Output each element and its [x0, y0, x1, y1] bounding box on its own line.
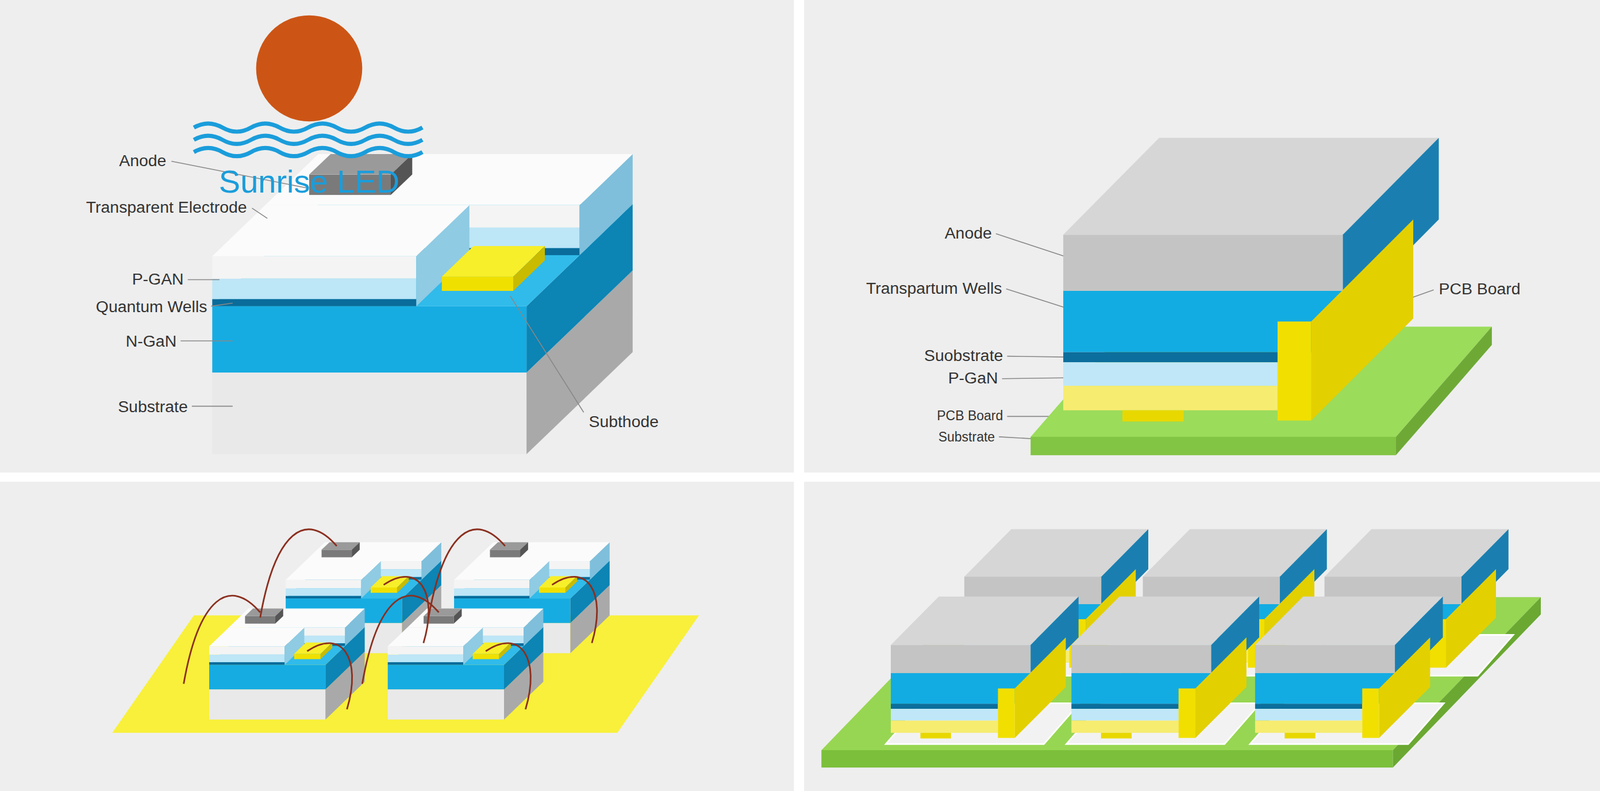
part-label: Anode	[944, 222, 992, 242]
bond-wires-part	[306, 643, 352, 710]
panel-one-chip	[212, 154, 633, 455]
part-label: P-GaN	[948, 368, 999, 388]
panel-three-array-part	[209, 608, 365, 720]
panel-three-array	[112, 529, 699, 733]
logo-graphic-part	[256, 15, 363, 122]
panel-two-chip-part	[1063, 137, 1439, 422]
leader-lines-part	[211, 302, 233, 306]
panel-four-array-part	[821, 750, 1393, 768]
bond-wires-part	[428, 529, 506, 618]
panel-four-array-part	[821, 597, 1541, 750]
leader-lines-part	[252, 208, 268, 219]
logo-graphic-part	[193, 147, 423, 156]
bond-wires-part	[485, 643, 531, 710]
bond-wires-part	[260, 529, 337, 618]
leader-lines-part	[998, 436, 1036, 440]
panel-four-array-part	[890, 596, 1079, 739]
bond-wires-part	[552, 576, 598, 643]
panel-two-board-part	[1030, 436, 1396, 456]
part-label: Suobstrate	[924, 345, 1003, 365]
part-label: Subthode	[588, 412, 659, 432]
part-label: N-GaN	[125, 331, 177, 351]
bond-wires	[183, 529, 598, 710]
part-label: Substrate	[938, 429, 995, 445]
panel-two-board-part	[1395, 326, 1492, 456]
logo-graphic-part	[193, 123, 423, 132]
bond-wires-part	[383, 576, 429, 643]
logo-watermark: Sunrise LED	[218, 163, 400, 200]
part-label: Substrate	[117, 396, 188, 416]
panel-two-chip	[1063, 137, 1439, 422]
logo-graphic-part	[193, 135, 423, 144]
part-label: PCB Board	[1438, 279, 1521, 299]
leader-lines-part	[510, 295, 584, 413]
part-label: Anode	[118, 150, 167, 170]
panel-three-array-part	[387, 608, 544, 720]
panel-one-chip-part	[212, 154, 633, 455]
panel-four-array	[821, 528, 1541, 768]
panel-grounds-part	[804, 481, 1600, 791]
bond-wires-part	[183, 595, 261, 684]
leader-lines-part	[191, 405, 233, 407]
part-label: Transparent Electrode	[86, 197, 248, 217]
bond-wires-part	[362, 595, 439, 684]
panel-grounds-part	[0, 0, 794, 473]
panel-four-array-part	[1255, 596, 1444, 739]
part-label: P-GAN	[132, 268, 184, 288]
part-label: PCB Board	[936, 407, 1003, 423]
panel-four-array-part	[1071, 596, 1260, 739]
leader-lines-part	[180, 340, 233, 342]
logo-graphic	[193, 15, 423, 157]
panel-grounds-part	[0, 481, 794, 791]
panel-grounds-part	[804, 0, 1600, 473]
part-label: Transpartum Wells	[866, 278, 1003, 298]
part-label: Quantum Wells	[95, 296, 208, 316]
leader-lines-part	[187, 279, 220, 281]
